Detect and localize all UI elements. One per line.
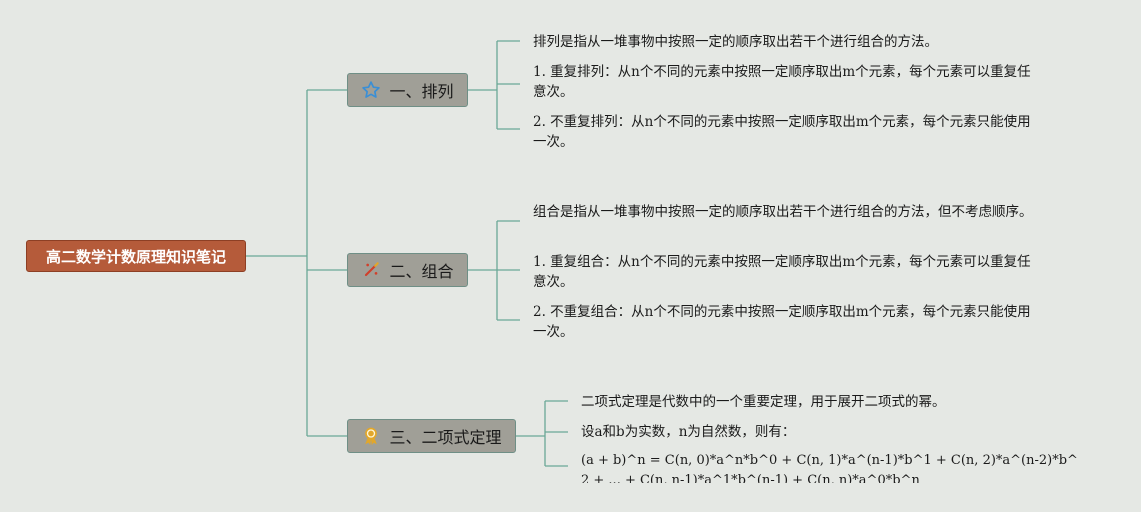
- branch-combination[interactable]: 二、组合: [347, 253, 468, 287]
- leaf-combination-definition[interactable]: 组合是指从一堆事物中按照一定的顺序取出若干个进行组合的方法，但不考虑顺序。: [533, 204, 1033, 220]
- branch-label: 二、组合: [389, 262, 454, 281]
- leaf-combination-repeat[interactable]: 1. 重复组合：从n个不同的元素中按照一定顺序取出m个元素，每个元素可以重复任意…: [533, 254, 1031, 290]
- star-icon: [362, 81, 381, 98]
- branch-binomial-theorem[interactable]: 三、二项式定理: [347, 419, 516, 453]
- branch-label: 一、排列: [389, 82, 454, 101]
- leaf-binomial-assumption[interactable]: 设a和b为实数，n为自然数，则有：: [581, 424, 796, 440]
- root-node[interactable]: 高二数学计数原理知识笔记: [26, 240, 246, 272]
- leaf-permutation-repeat[interactable]: 1. 重复排列：从n个不同的元素中按照一定顺序取出m个元素，每个元素可以重复任意…: [533, 64, 1031, 100]
- leaf-permutation-no-repeat[interactable]: 2. 不重复排列：从n个不同的元素中按照一定顺序取出m个元素，每个元素只能使用一…: [533, 114, 1031, 150]
- magic-wand-icon: [365, 262, 380, 277]
- root-label: 高二数学计数原理知识笔记: [45, 247, 226, 266]
- award-ribbon-icon: [365, 427, 378, 446]
- leaf-binomial-definition[interactable]: 二项式定理是代数中的一个重要定理，用于展开二项式的幂。: [581, 394, 946, 410]
- leaf-permutation-definition[interactable]: 排列是指从一堆事物中按照一定的顺序取出若干个进行组合的方法。: [533, 34, 938, 50]
- leaf-combination-no-repeat[interactable]: 2. 不重复组合：从n个不同的元素中按照一定顺序取出m个元素，每个元素只能使用一…: [533, 304, 1031, 340]
- branch-permutation[interactable]: 一、排列: [347, 73, 468, 107]
- leaf-binomial-formula[interactable]: (a + b)^n = C(n, 0)*a^n*b^0 + C(n, 1)*a^…: [581, 453, 1078, 483]
- branch-label: 三、二项式定理: [389, 428, 502, 447]
